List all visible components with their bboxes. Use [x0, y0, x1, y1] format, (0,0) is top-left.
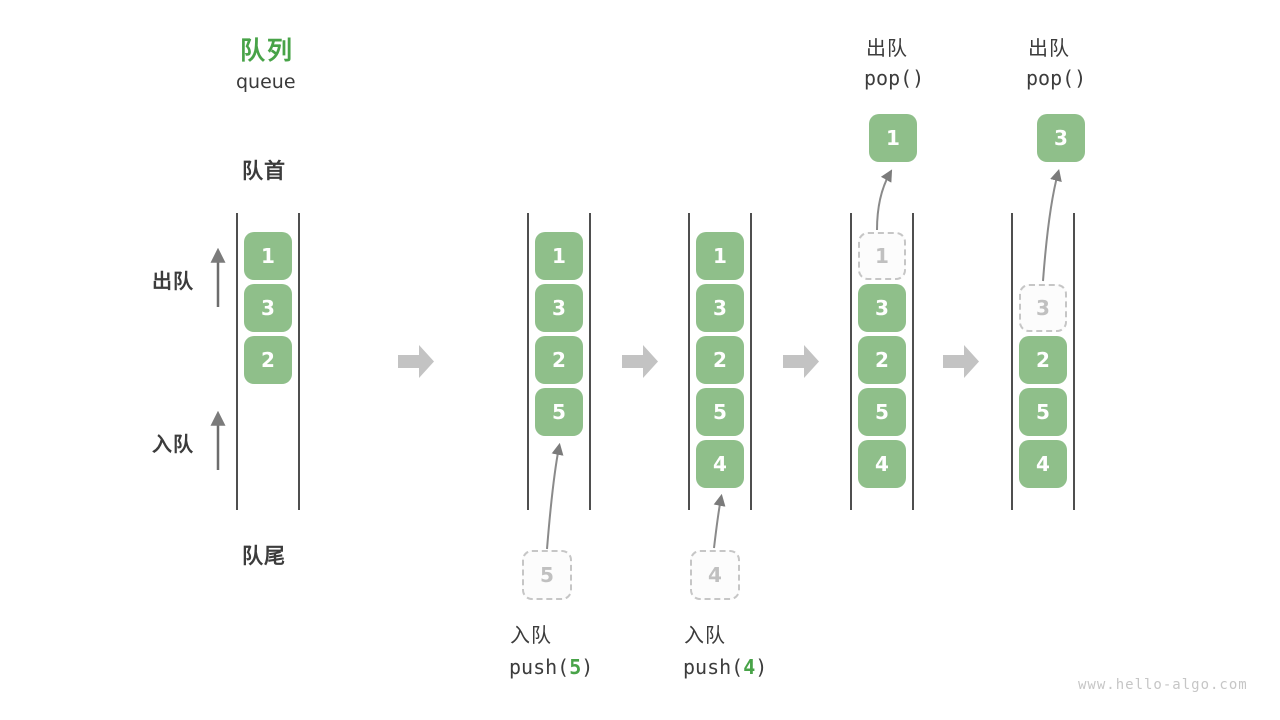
queue-front-label: 队首 [242, 159, 286, 183]
pop1-op-code: pop() [864, 66, 925, 90]
diagram-title-en: queue [236, 71, 296, 93]
dequeue-side-label: 出队 [152, 269, 194, 293]
queue-element: 2 [1019, 336, 1067, 384]
queue-element: 5 [696, 388, 744, 436]
queue-element: 2 [244, 336, 292, 384]
queue-element: 5 [535, 388, 583, 436]
code-prefix: push( [509, 655, 570, 679]
queue-element: 2 [696, 336, 744, 384]
removed-element-ghost: 1 [858, 232, 906, 280]
queue-element: 5 [858, 388, 906, 436]
queue-element: 3 [858, 284, 906, 332]
code-prefix: push( [683, 655, 744, 679]
pending-element: 5 [522, 550, 572, 600]
removed-element-ghost: 3 [1019, 284, 1067, 332]
push4-op-code: push(4) [683, 655, 767, 679]
queue-state-5: 3 2 5 4 [1011, 213, 1075, 510]
code-arg: 5 [569, 655, 582, 679]
queue-element: 1 [696, 232, 744, 280]
flow-arrow-icon [783, 345, 819, 378]
queue-element: 3 [535, 284, 583, 332]
queue-element: 1 [244, 232, 292, 280]
push5-op-label: 入队 [510, 623, 552, 647]
queue-state-1: 1 3 2 [236, 213, 300, 510]
queue-element: 3 [696, 284, 744, 332]
queue-element: 5 [1019, 388, 1067, 436]
channel-wall [912, 213, 914, 510]
push4-op-label: 入队 [684, 623, 726, 647]
pop2-op-label: 出队 [1028, 36, 1070, 60]
push5-op-code: push(5) [509, 655, 593, 679]
code-suffix: ) [581, 655, 594, 679]
queue-rear-label: 队尾 [242, 544, 286, 568]
channel-wall [298, 213, 300, 510]
enqueue-side-label: 入队 [152, 432, 194, 456]
queue-element: 2 [858, 336, 906, 384]
popped-element: 3 [1037, 114, 1085, 162]
channel-wall [1073, 213, 1075, 510]
queue-state-4: 1 3 2 5 4 [850, 213, 914, 510]
channel-wall [527, 213, 529, 510]
queue-element: 4 [858, 440, 906, 488]
channel-wall [850, 213, 852, 510]
flow-arrow-icon [622, 345, 658, 378]
queue-element: 3 [244, 284, 292, 332]
queue-element: 1 [535, 232, 583, 280]
channel-wall [688, 213, 690, 510]
code-suffix: ) [755, 655, 768, 679]
channel-wall [236, 213, 238, 510]
queue-element: 2 [535, 336, 583, 384]
pop2-op-code: pop() [1026, 66, 1087, 90]
channel-wall [1011, 213, 1013, 510]
queue-element: 4 [1019, 440, 1067, 488]
queue-element: 4 [696, 440, 744, 488]
code-arg: 4 [743, 655, 756, 679]
pending-element: 4 [690, 550, 740, 600]
popped-element: 1 [869, 114, 917, 162]
watermark: www.hello-algo.com [1078, 677, 1248, 693]
flow-arrow-icon [943, 345, 979, 378]
queue-state-2: 1 3 2 5 [527, 213, 591, 510]
queue-state-3: 1 3 2 5 4 [688, 213, 752, 510]
diagram-title-zh: 队列 [240, 36, 295, 65]
pop1-op-label: 出队 [866, 36, 908, 60]
channel-wall [589, 213, 591, 510]
flow-arrow-icon [398, 345, 434, 378]
channel-wall [750, 213, 752, 510]
